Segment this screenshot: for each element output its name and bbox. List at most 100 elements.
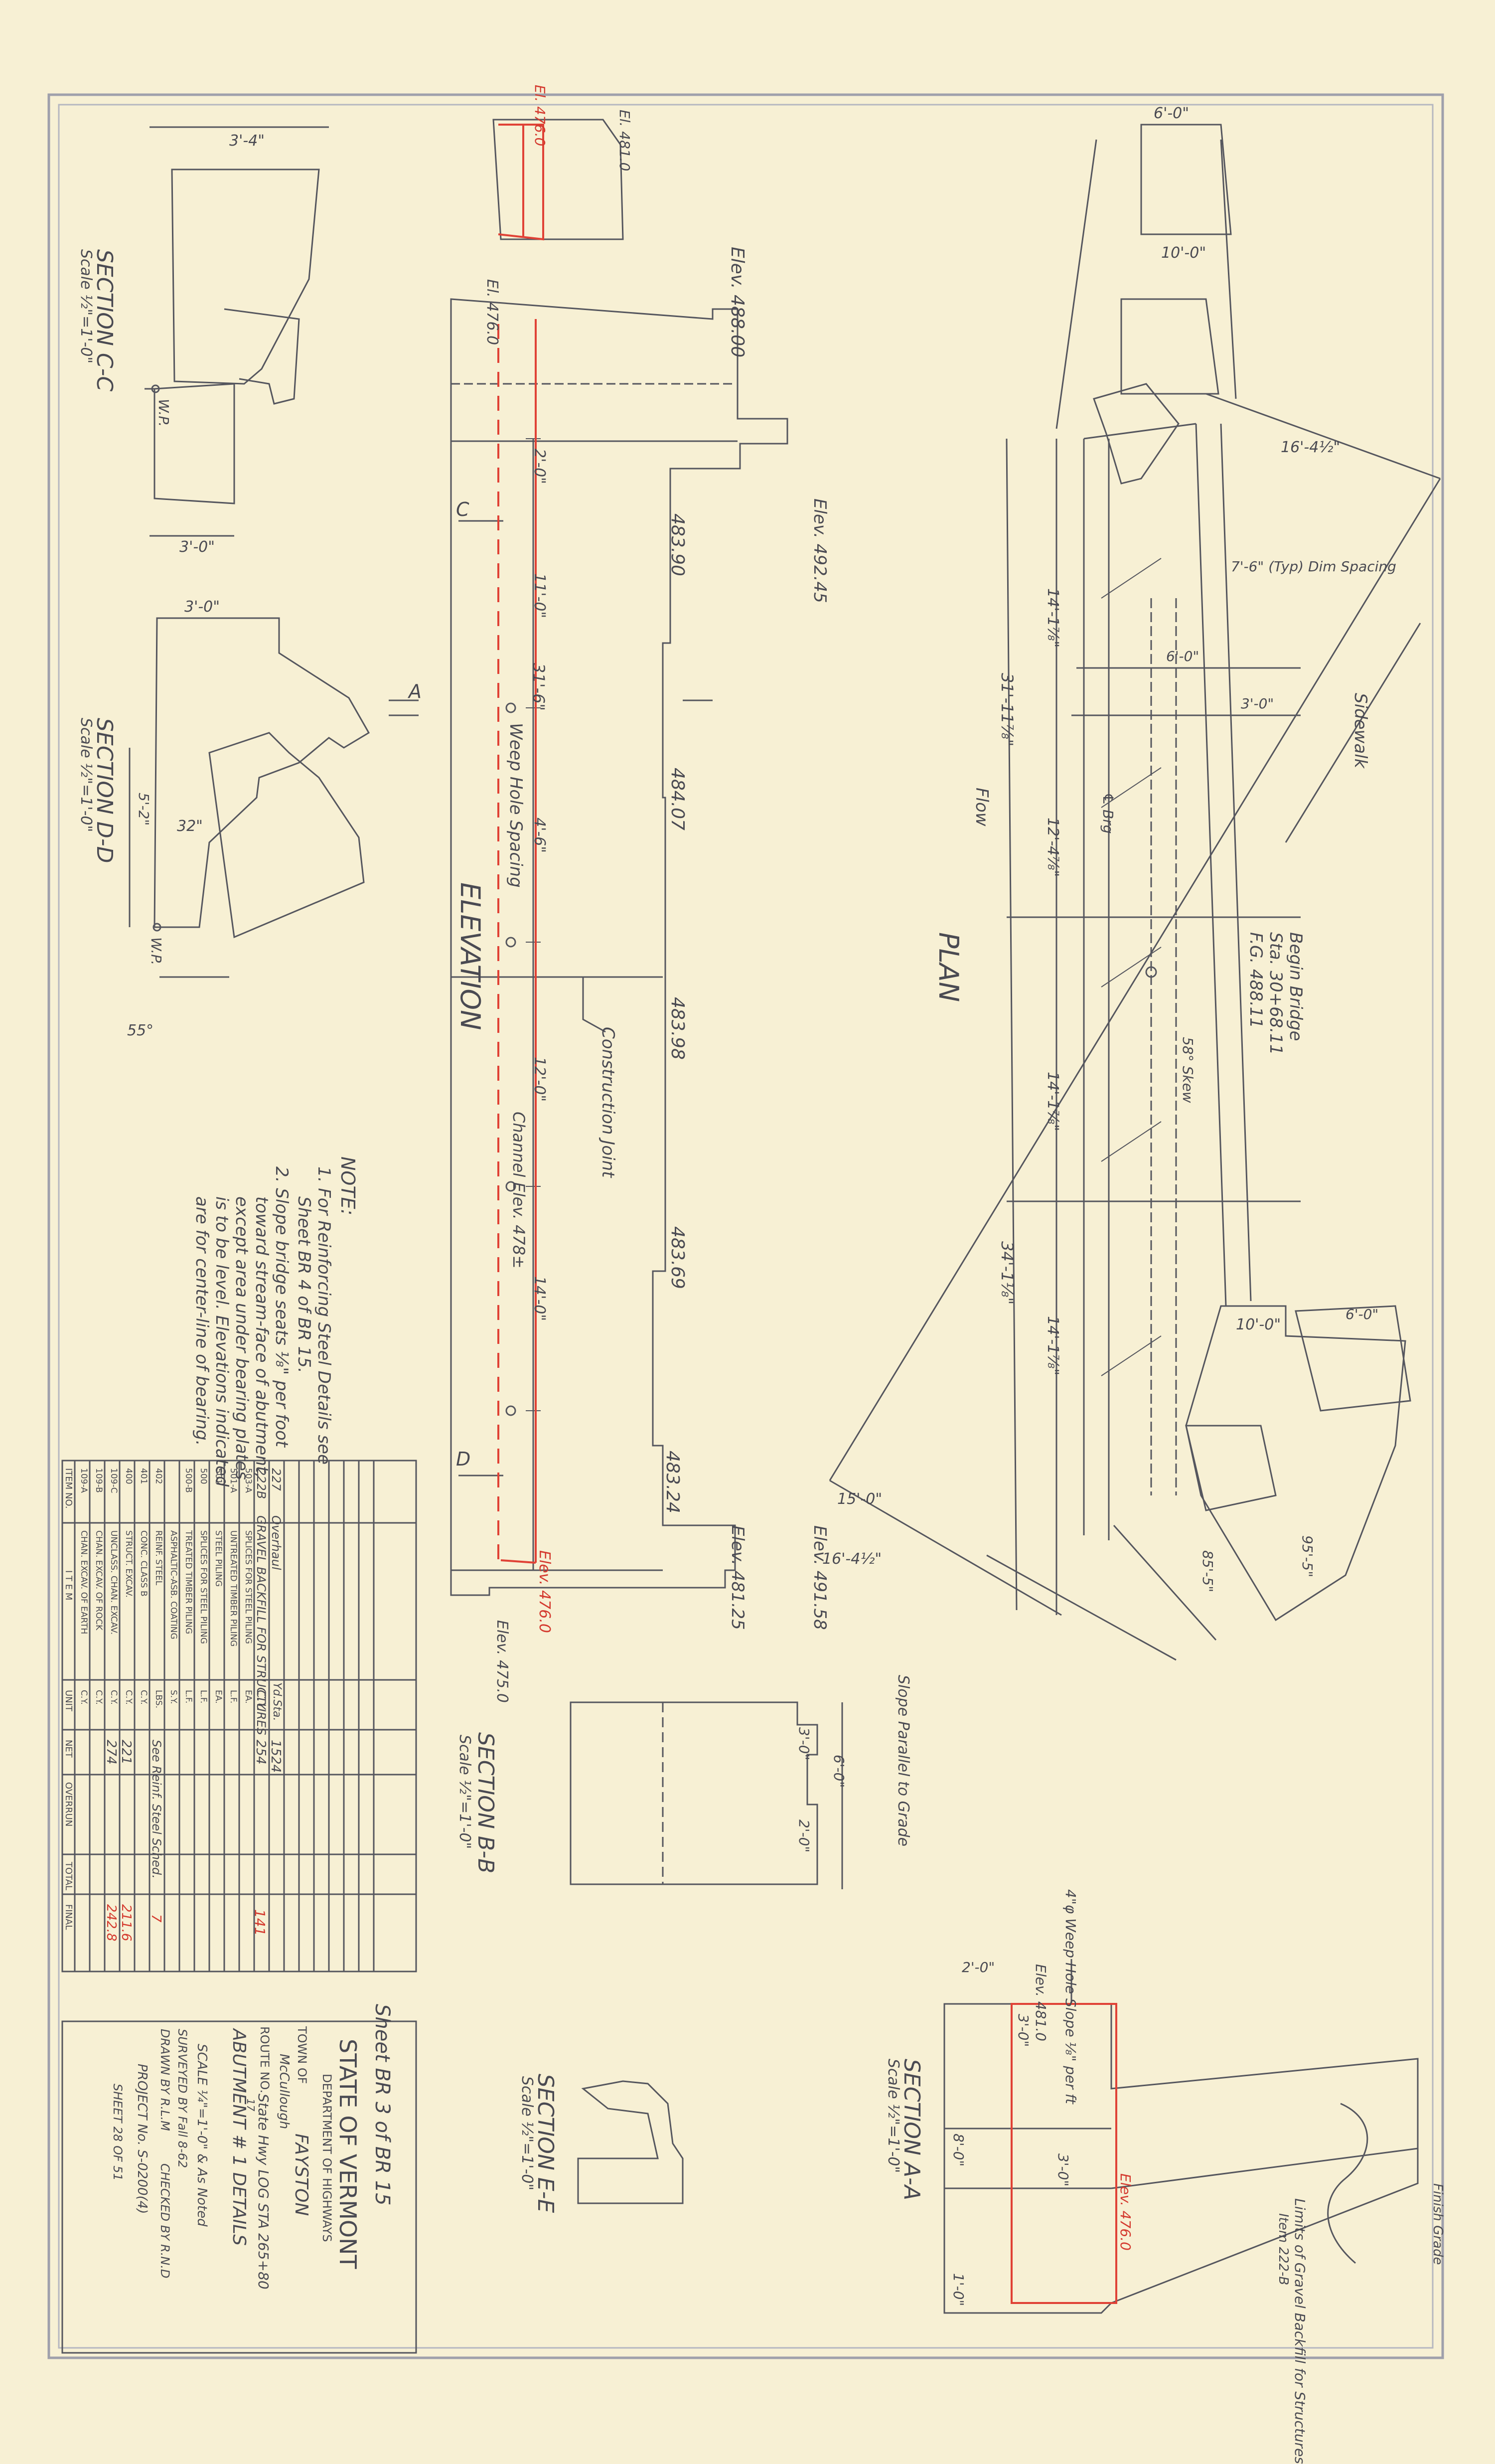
construction-joint-label: Construction Joint [598, 1027, 618, 1178]
section-bb-title: SECTION B-B [473, 1732, 498, 1874]
plan-dim-14ft-c: 14'-1⅞" [1044, 1316, 1061, 1376]
drawing-title: ABUTMENT # 1 DETAILS [229, 2029, 249, 2246]
note-line-4: toward stream-face of abutment, [252, 1196, 272, 1478]
dim-12ft: 12'-0" [531, 1057, 548, 1102]
plan-dim-31ft: 31'-11⅞" [998, 673, 1017, 747]
note-line-2: Sheet BR 4 of BR 15. [294, 1196, 314, 1373]
section-cc-wp: W.P. [155, 399, 172, 427]
table-row-no: 500 [198, 1468, 208, 1484]
section-aa-item: Item 222-B [1276, 2213, 1291, 2286]
table-row-no: 402 [153, 1468, 163, 1484]
table-row-net: See Reinf. Steel Sched. [150, 1740, 163, 1879]
plan-dim-6ft-bottom: 6'-0" [1346, 1306, 1379, 1322]
section-cc-scale: Scale ½"=1'-0" [77, 249, 95, 364]
note-line-6: is to be level. Elevations indicated [212, 1196, 232, 1487]
plan-dim-3ft: 3'-0" [1241, 695, 1274, 712]
department-name: DEPARTMENT OF HIGHWAYS [320, 2074, 334, 2242]
table-row-final: 141 [252, 1909, 268, 1936]
centerline-bearing-label: ℄ Brg [1100, 793, 1116, 834]
surveyed-by: SURVEYED BY Fall 8-62 [175, 2029, 189, 2168]
table-row-no: 401 [139, 1468, 149, 1484]
station-label: Sta. 30+68.11 [1266, 932, 1286, 1055]
plan-dim-12ft: 12'-4⅞" [1044, 818, 1061, 877]
plan-dim-6ft-top: 6'-0" [1154, 105, 1190, 122]
table-row-item: TREATED TIMBER PILING [183, 1530, 193, 1635]
table-row-unit: EA. [213, 1690, 223, 1704]
dim-11ft: 11'-0" [531, 573, 548, 619]
table-row-item: SPLICES FOR STEEL PILING [243, 1530, 253, 1644]
table-row-unit: Yd.Sta. [271, 1682, 283, 1721]
section-dd-title: SECTION D-D [92, 718, 117, 863]
section-aa-elev-red: Elev. 476.0 [1117, 2173, 1134, 2251]
elevation-view-title: ELEVATION [454, 882, 486, 1030]
table-row-final: 7 [149, 1914, 163, 1923]
dim-2ft: 2'-0" [531, 449, 548, 485]
section-bb-6ft: 6'-0" [831, 1755, 847, 1788]
section-aa-2ft: 2'-0" [962, 1959, 995, 1975]
elevation-label-475: Elev. 475.0 [493, 1620, 511, 1703]
plan-dim-6ft: 6'-0" [1166, 648, 1199, 664]
plan-dim-15ft: 15'-0" [837, 1490, 883, 1508]
section-aa-3ft-b: 3'-0" [1055, 2153, 1071, 2187]
sheet-number: SHEET 28 OF 51 [111, 2084, 125, 2181]
plan-dim-10ft-bottom: 10'-0" [1236, 1316, 1281, 1333]
table-row-net: 254 [253, 1740, 268, 1765]
plan-dim-16ft-bottom: 16'-4½" [822, 1550, 882, 1568]
plan-dim-14ft-b: 14'-1⅞" [1044, 1072, 1061, 1132]
drawn-by: DRAWN BY R.L.M [158, 2029, 172, 2131]
plan-dim-95ft: 95'-5" [1299, 1535, 1316, 1578]
note-line-7: are for center-line of bearing. [192, 1196, 212, 1446]
section-cc-width: 3'-4" [229, 132, 265, 150]
table-header-total: TOTAL [63, 1862, 74, 1891]
table-row-no: 501 [213, 1468, 223, 1484]
dim-14ft: 14'-0" [531, 1276, 548, 1321]
section-aa-finish-grade: Finish Grade [1430, 2183, 1445, 2265]
section-dd-32: 32" [177, 818, 203, 835]
table-header-net: NET [63, 1740, 74, 1758]
section-cc-base: 3'-0" [179, 538, 215, 556]
section-dd-scale: Scale ½"=1'-0" [77, 718, 95, 832]
plan-dim-16ft-top: 16'-4½" [1281, 439, 1341, 456]
table-row-unit: L.F. [198, 1690, 208, 1704]
drawing-scale: SCALE ¼"=1'-0" & As Noted [194, 2044, 209, 2227]
section-aa-limits-note: Limits of Gravel Backfill for Structures [1292, 2198, 1308, 2464]
section-aa-1ft: 1'-0" [950, 2273, 967, 2306]
section-bb-3ft: 3'-0" [796, 1727, 812, 1761]
plan-dim-10ft-top: 10'-0" [1161, 244, 1206, 262]
plan-dim-spacing: 7'-6" (Typ) Dim Spacing [1231, 558, 1396, 575]
table-row-no: 501-A [228, 1468, 238, 1493]
table-row-unit: S.Y. [168, 1690, 178, 1704]
table-row-item: STRUCT. EXCAV. [124, 1530, 134, 1598]
table-row-item: SPLICES FOR STEEL PILING [198, 1530, 208, 1644]
section-cc-title: SECTION C-C [92, 249, 117, 392]
table-row-no: 500-B [183, 1468, 193, 1493]
elevation-label-481-top: El. 481.0 [616, 110, 633, 171]
weep-hole-spacing-label: Weep Hole Spacing [506, 723, 526, 888]
table-row-no: 109-B [94, 1468, 104, 1493]
town-sub-value: McCullough [277, 2054, 292, 2130]
table-row-final: 242.8 [104, 1904, 119, 1942]
town-value: FAYSTON [291, 2134, 311, 2216]
table-header-item-no: ITEM NO. [63, 1468, 74, 1509]
bearing-elevation-2: 484.07 [667, 768, 688, 830]
bearing-elevation-3: 483.98 [667, 997, 688, 1060]
elevation-label-491: Elev. 491.58 [810, 1525, 830, 1630]
table-row-item: ASPHALTIC-ASB. COATING [168, 1530, 178, 1640]
notes-heading: NOTE: [337, 1156, 359, 1216]
dim-31ft6: 31'-6" [529, 663, 548, 711]
table-row-unit: C.Y. [254, 1690, 268, 1712]
route-value: State Hwy LOG STA 265+80 [255, 2094, 272, 2290]
section-bb-2ft: 2'-0" [796, 1819, 812, 1853]
section-aa-scale: Scale ½"=1'-0" [885, 2059, 902, 2173]
bearing-elevation-1: 483.90 [667, 513, 688, 576]
table-row-net: 221 [119, 1740, 134, 1765]
table-row-item: CONC. CLASS B [139, 1530, 149, 1597]
section-cut-c: C [456, 498, 469, 520]
table-row-item: UNCLASS. CHAN. EXCAV. [109, 1530, 119, 1635]
plan-dim-34ft: 34'-1⅛" [998, 1241, 1017, 1305]
table-row-item: STEEL PILING [213, 1530, 223, 1587]
section-dd-55: 55° [127, 1022, 154, 1039]
table-row-unit: C.Y. [94, 1690, 104, 1705]
